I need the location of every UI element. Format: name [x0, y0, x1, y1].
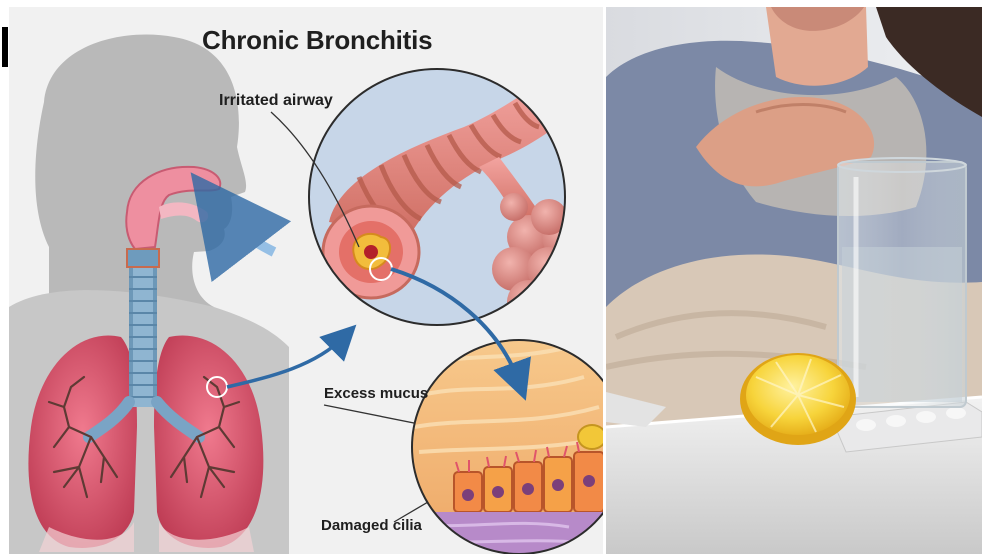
magnified-airway-circle	[299, 57, 603, 337]
bronchitis-diagram: Chronic Bronchitis Irritated airway Exce…	[9, 7, 603, 554]
air-flow-arrow	[221, 212, 274, 252]
text-cursor-bar	[2, 27, 8, 67]
sick-person-photo	[606, 7, 982, 554]
photo-illustration	[606, 7, 982, 554]
water-glass	[838, 158, 966, 407]
label-excess-mucus: Excess mucus	[324, 385, 428, 402]
diagram-title: Chronic Bronchitis	[202, 25, 432, 56]
diagram-illustration	[9, 7, 603, 554]
label-damaged-cilia: Damaged cilia	[321, 517, 422, 534]
lemon-half	[740, 353, 856, 445]
label-irritated-airway: Irritated airway	[219, 92, 333, 110]
magnified-cilia-circle	[409, 337, 603, 554]
